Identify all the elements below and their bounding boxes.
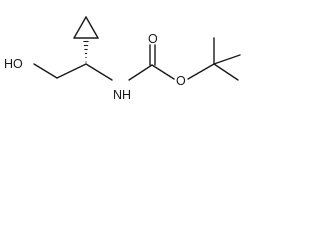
carbonyl-oxygen-label: O	[148, 32, 158, 46]
bond-o-quaternary	[187, 63, 215, 80]
bond-o-ch2	[33, 63, 58, 79]
atom-labels: HO NH O O	[4, 32, 186, 102]
ring-bond-left	[73, 16, 87, 39]
molecule-structure: HO NH O O	[4, 16, 241, 102]
ring-bond-right	[85, 16, 99, 39]
bond-ch-n	[85, 63, 113, 81]
bond-methyl-right	[213, 54, 241, 65]
bond-carbonyl-o	[151, 64, 175, 80]
bond-methyl-bottom	[213, 63, 239, 81]
bond-n-carbonyl	[128, 64, 153, 81]
ester-oxygen-label: O	[176, 74, 186, 88]
hydroxyl-label: HO	[4, 57, 23, 71]
stereo-hash-bond	[83, 40, 89, 63]
bond-skeleton	[33, 16, 241, 81]
bond-ch2-ch	[56, 63, 87, 79]
amine-label: NH	[113, 88, 131, 102]
